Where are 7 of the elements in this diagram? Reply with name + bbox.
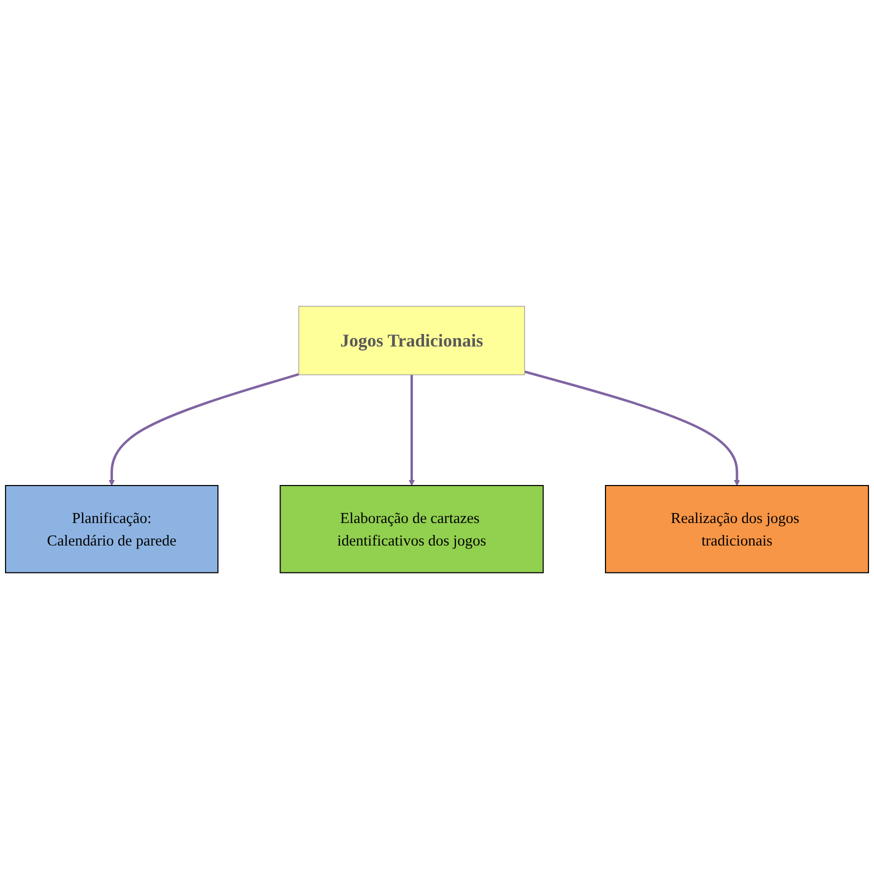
arrow — [408, 374, 415, 486]
arrow — [108, 373, 300, 486]
node-box: Elaboração de cartazes identificativos dos jogos — [280, 485, 544, 574]
node-box: Planificação: Calendário de parede — [5, 485, 218, 574]
arrow — [524, 370, 740, 486]
node-box: Realização dos jogos tradicionais — [604, 485, 869, 574]
node-box: Jogos Tradicionais — [298, 306, 525, 376]
